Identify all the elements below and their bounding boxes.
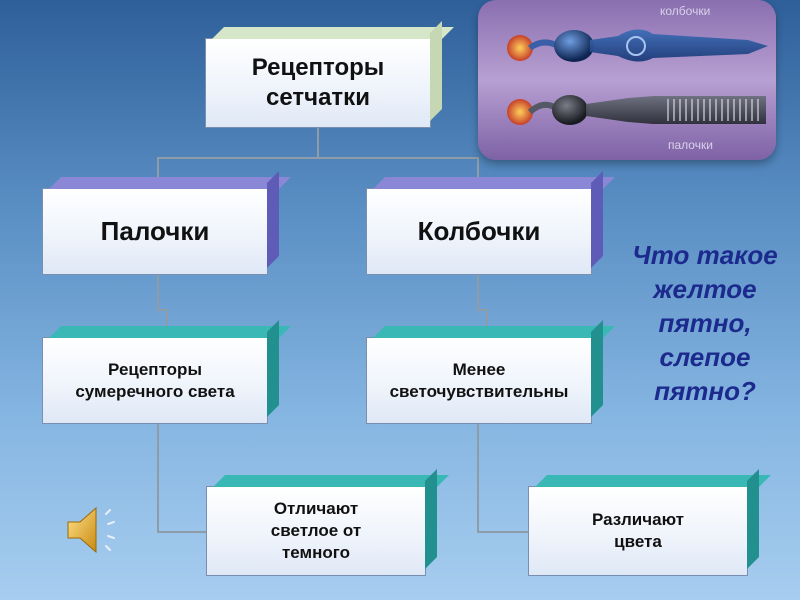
rod-discs [667, 99, 759, 121]
cones-feature-node: Различают цвета [528, 469, 771, 576]
question-line-5: пятно? [654, 376, 756, 406]
question-line-2: желтое [653, 274, 757, 304]
connector-rods-feature-v [157, 424, 159, 532]
connector-cones-feature-h [477, 531, 529, 533]
connector-root-down [317, 128, 319, 158]
cone-mitochondria-icon [626, 36, 646, 56]
rods-desc-node: Рецепторы сумеречного света [42, 320, 291, 424]
cones-node: Колбочки [366, 171, 615, 275]
cones-desc-top-face [373, 326, 615, 338]
rod-nucleus-icon [552, 95, 588, 125]
rods-feature-side-face [425, 469, 437, 569]
photoreceptor-drawing [507, 29, 768, 125]
rods-desc-label: Рецепторы сумеречного света [75, 359, 234, 403]
cones-desc-line-2: светочувствительны [389, 381, 569, 401]
connector-rods-feature-h [157, 531, 207, 533]
rods-node-top-face [49, 177, 291, 189]
connector-rods-bend [157, 309, 167, 311]
cones-desc-node: Менее светочувствительны [366, 320, 615, 424]
connector-cones-feature-v [477, 424, 479, 532]
cones-feature-line-2: цвета [614, 532, 662, 551]
cones-feature-top-face [535, 475, 771, 487]
root-node: Рецепторы сетчатки [205, 21, 454, 128]
rods-feature-label: Отличают светлое от темного [271, 498, 361, 564]
cones-feature-label: Различают цвета [592, 509, 684, 553]
root-line-1: Рецепторы [251, 54, 385, 81]
connector-cones-down [477, 275, 479, 310]
question-line-3: пятно, [658, 308, 752, 338]
cone-nucleus-icon [554, 30, 594, 62]
illustration-label-top: колбочки [660, 4, 711, 18]
cones-desc-label: Менее светочувствительны [390, 359, 569, 403]
cones-feature-line-1: Различают [592, 510, 684, 529]
rods-node: Палочки [42, 171, 291, 275]
rods-desc-top-face [49, 326, 291, 338]
cone-axon [528, 39, 560, 51]
rods-feature-line-3: темного [281, 543, 351, 562]
rods-title: Палочки [100, 216, 210, 246]
cones-node-side-face [591, 171, 603, 268]
rod-synapse-icon [507, 99, 533, 125]
connector-to-cones [477, 157, 479, 187]
root-node-side-face [430, 21, 442, 121]
connector-to-rods [157, 157, 159, 187]
cones-desc-line-1: Менее [452, 359, 506, 379]
cones-title: Колбочки [417, 216, 541, 246]
rods-desc-side-face [267, 320, 279, 417]
illustration-label-bottom: палочки [668, 138, 713, 152]
root-node-top-face [212, 27, 454, 39]
connector-cones-bend [477, 309, 487, 311]
photoreceptor-illustration: колбочки палочки [478, 0, 776, 160]
connector-rods-desc [166, 309, 168, 337]
question-text: Что такое желтое пятно, слепое пятно? [620, 238, 790, 408]
cone-synapse-icon [507, 35, 533, 61]
rods-desc-line-2: сумеречного света [75, 381, 235, 401]
cones-node-top-face [373, 177, 615, 189]
rods-feature-line-1: Отличают [273, 499, 359, 518]
root-node-label: Рецепторы сетчатки [252, 53, 385, 113]
speaker-icon[interactable] [62, 500, 132, 560]
connector-horizontal-top [157, 157, 479, 159]
rods-desc-line-1: Рецепторы [108, 359, 202, 379]
cone-outer-segment [590, 29, 768, 62]
rods-feature-top-face [213, 475, 449, 487]
rods-feature-node: Отличают светлое от темного [206, 469, 449, 576]
connector-cones-desc [486, 309, 488, 337]
rods-node-side-face [267, 171, 279, 268]
question-line-1: Что такое [632, 240, 778, 270]
cones-feature-side-face [747, 469, 759, 569]
rod-outer-segment [586, 96, 766, 124]
question-line-4: слепое [659, 342, 751, 372]
root-line-2: сетчатки [266, 84, 370, 111]
rods-feature-line-2: светлое от [270, 521, 362, 540]
cones-desc-side-face [591, 320, 603, 417]
connector-rods-down [157, 275, 159, 310]
